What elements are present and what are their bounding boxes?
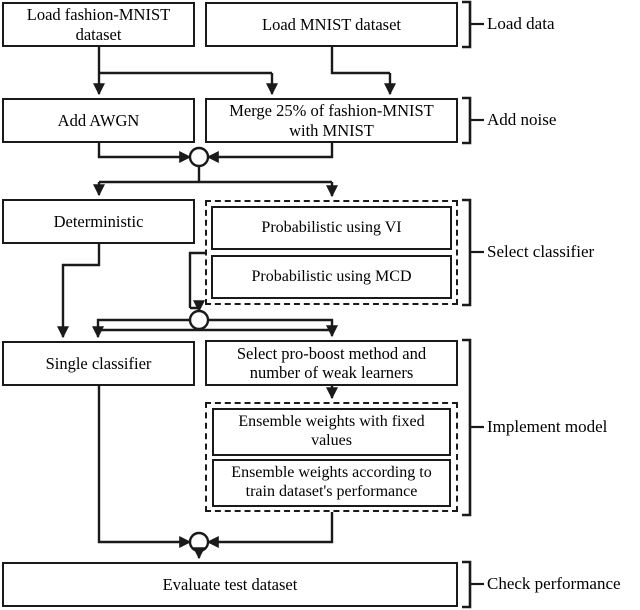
junction-node-3 (188, 531, 210, 553)
node-merge-fashion-mnist[interactable]: Merge 25% of fashion-MNIST with MNIST (205, 98, 458, 143)
wire-deterministic-to-single (57, 244, 101, 339)
group-probabilistic-classifiers (205, 200, 458, 305)
wire-merge-to-junction1 (206, 143, 334, 163)
stage-label-check-performance: Check performance (487, 574, 621, 593)
junction-node-1 (188, 146, 210, 168)
node-label: Probabilistic using VI (261, 218, 402, 236)
wire-mnist-jog (330, 47, 390, 75)
stage-label-select-classifier: Select classifier (487, 242, 595, 261)
node-add-awgn[interactable]: Add AWGN (2, 98, 195, 143)
node-probabilistic-vi[interactable]: Probabilistic using VI (211, 206, 452, 250)
node-select-proboost[interactable]: Select pro-boost method and number of we… (205, 340, 458, 386)
bracket-load-data (462, 0, 472, 49)
wire-junction2-right-lead (208, 318, 334, 330)
node-evaluate-test-dataset[interactable]: Evaluate test dataset (2, 562, 458, 607)
node-load-fashion-mnist[interactable]: Load fashion-MNIST dataset (2, 2, 195, 47)
bracket-add-noise (462, 96, 472, 145)
bracket-select-classifier (462, 198, 472, 307)
stage-label-implement-model: Implement model (487, 417, 608, 436)
stage-label-load-data: Load data (487, 14, 555, 33)
stage-label-add-noise: Add noise (487, 110, 557, 129)
node-deterministic[interactable]: Deterministic (2, 199, 195, 244)
node-label: Load MNIST dataset (261, 14, 401, 34)
node-label: Add AWGN (57, 110, 140, 130)
node-load-mnist[interactable]: Load MNIST dataset (205, 2, 458, 47)
wire-awgn-to-junction1 (97, 143, 192, 163)
node-label: Single classifier (45, 353, 152, 373)
node-ensemble-weights-fixed[interactable]: Ensemble weights with fixed values (212, 408, 451, 456)
bracket-implement-model (462, 338, 472, 517)
node-single-classifier[interactable]: Single classifier (2, 341, 195, 386)
node-label: Ensemble weights according to train data… (231, 464, 432, 500)
node-label: Select pro-boost method and number of we… (236, 343, 427, 382)
junction-node-2 (188, 309, 210, 331)
node-probabilistic-mcd[interactable]: Probabilistic using MCD (211, 255, 452, 299)
node-label: Probabilistic using MCD (251, 267, 412, 285)
node-label: Ensemble weights with fixed values (238, 413, 425, 449)
node-label: Merge 25% of fashion-MNIST with MNIST (229, 101, 434, 140)
wire-junction2-left-lead (96, 318, 190, 330)
group-ensemble-weights (205, 402, 458, 512)
bracket-check-performance (462, 560, 472, 609)
node-label: Deterministic (53, 211, 144, 231)
node-label: Evaluate test dataset (162, 574, 298, 594)
wire-single-to-junction3 (97, 386, 192, 548)
node-label: Load fashion-MNIST dataset (26, 5, 171, 44)
wire-prob-hook (188, 251, 205, 308)
wire-ensemble-to-junction3 (206, 512, 334, 548)
node-ensemble-weights-train[interactable]: Ensemble weights according to train data… (212, 459, 451, 507)
